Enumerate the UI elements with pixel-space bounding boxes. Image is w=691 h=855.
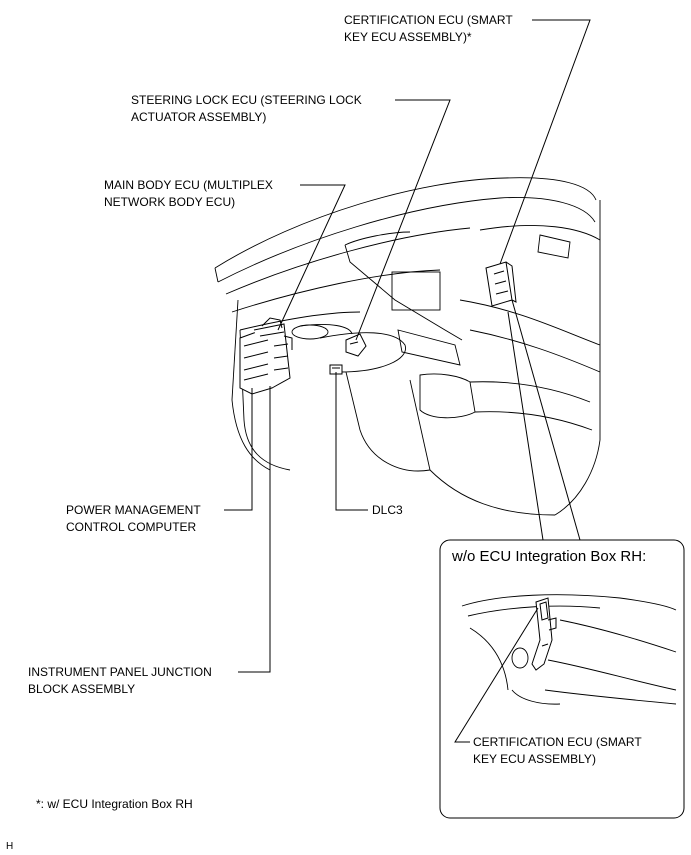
instrument-panel-jb-label: INSTRUMENT PANEL JUNCTION BLOCK ASSEMBLY [28, 664, 212, 698]
inset-panel [439, 539, 685, 819]
certification-ecu-label: CERTIFICATION ECU (SMART KEY ECU ASSEMBL… [344, 12, 513, 46]
leader-main-body-ecu [277, 184, 346, 331]
power-management-label: POWER MANAGEMENT CONTROL COMPUTER [66, 502, 201, 536]
steering-lock-ecu-label-line1: STEERING LOCK ECU (STEERING LOCK [131, 93, 362, 107]
certification-ecu-label-line2: KEY ECU ASSEMBLY)* [344, 30, 472, 44]
inset-certification-ecu-label-line2: KEY ECU ASSEMBLY) [473, 752, 596, 766]
leader-dlc3 [335, 372, 368, 511]
footnote: *: w/ ECU Integration Box RH [36, 797, 193, 811]
inset-certification-ecu-label: CERTIFICATION ECU (SMART KEY ECU ASSEMBL… [473, 734, 642, 768]
main-body-ecu-label: MAIN BODY ECU (MULTIPLEX NETWORK BODY EC… [104, 177, 273, 211]
leader-inset-certification-ecu [454, 607, 539, 743]
corner-code: H [6, 841, 14, 852]
leader-steering-lock-ecu [355, 99, 451, 341]
main-body-ecu-label-line1: MAIN BODY ECU (MULTIPLEX [104, 178, 273, 192]
inset-title: w/o ECU Integration Box RH: [452, 548, 647, 565]
dlc3-label: DLC3 [372, 503, 403, 517]
instrument-panel-jb-label-line2: BLOCK ASSEMBLY [28, 682, 136, 696]
leader-power-management [224, 388, 253, 511]
callout-to-inset-left [507, 311, 544, 541]
dashboard-drawing [214, 177, 601, 516]
certification-ecu-label-line1: CERTIFICATION ECU (SMART [344, 13, 513, 27]
leader-instrument-panel-jb [238, 386, 271, 673]
power-management-label-line1: POWER MANAGEMENT [66, 503, 201, 517]
leader-certification-ecu [499, 19, 591, 265]
callout-to-inset-right [511, 299, 581, 541]
inset-certification-ecu-label-line1: CERTIFICATION ECU (SMART [473, 735, 642, 749]
steering-lock-ecu-label: STEERING LOCK ECU (STEERING LOCK ACTUATO… [131, 92, 362, 126]
certification-ecu-component [485, 261, 517, 307]
steering-lock-ecu-component [345, 333, 367, 357]
instrument-panel-jb-label-line1: INSTRUMENT PANEL JUNCTION [28, 665, 212, 679]
leader-lines [224, 19, 591, 673]
steering-lock-ecu-label-line2: ACTUATOR ASSEMBLY) [131, 110, 267, 124]
junction-block-component [239, 317, 293, 395]
power-management-label-line2: CONTROL COMPUTER [66, 520, 197, 534]
main-body-ecu-label-line2: NETWORK BODY ECU) [104, 195, 236, 209]
